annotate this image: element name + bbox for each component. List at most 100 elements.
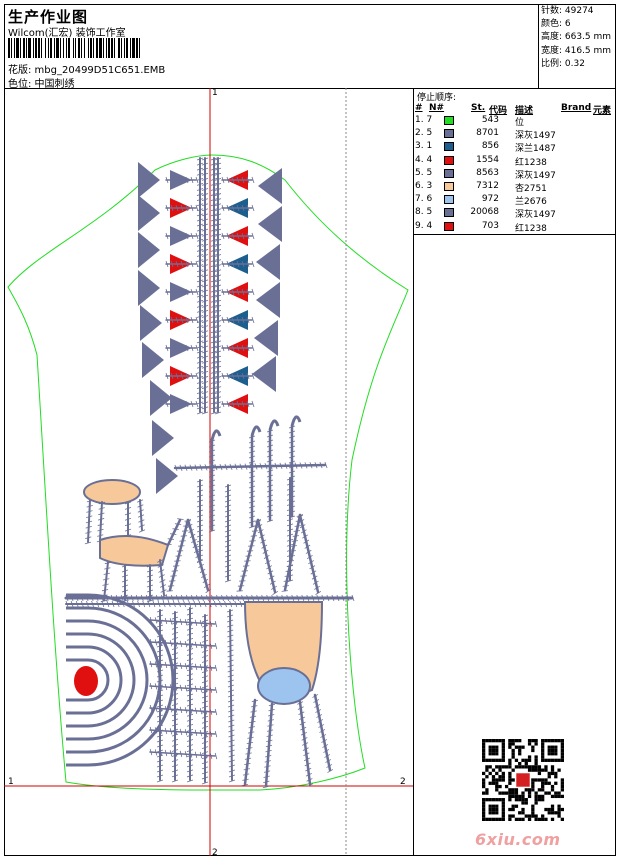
- stitch-barb: [195, 204, 199, 212]
- stitch-barb: [201, 573, 207, 579]
- stitch-barb: [246, 232, 250, 240]
- stitch-barb: [266, 429, 274, 433]
- stitch-barb: [130, 594, 134, 602]
- stitch-barb: [266, 439, 274, 443]
- stitch-barb: [226, 232, 230, 240]
- stitch-barb: [196, 529, 204, 533]
- stitch-barb: [201, 614, 209, 618]
- stitch-barb: [239, 463, 243, 470]
- qr-module: [557, 814, 561, 818]
- qr-module: [541, 745, 545, 749]
- stitch-barb: [286, 579, 294, 583]
- qr-module: [547, 771, 551, 776]
- stitch-barb: [268, 703, 276, 707]
- hook-motif: [290, 415, 302, 427]
- qr-module: [501, 801, 505, 805]
- qr-module: [498, 775, 502, 779]
- stitch-barb: [227, 664, 234, 668]
- stitch-barb: [214, 340, 222, 344]
- stitch-barb: [174, 728, 178, 735]
- stitch-barb: [251, 705, 258, 708]
- stitch-barb: [199, 707, 203, 715]
- stitch-barb: [266, 734, 273, 737]
- stitch-barb: [106, 600, 110, 608]
- col-needle: N#: [429, 103, 445, 113]
- qr-module: [518, 817, 522, 821]
- stitch-barb: [301, 594, 305, 602]
- stitch-barb: [214, 310, 222, 313]
- qr-module: [501, 771, 505, 776]
- stitch-barb: [121, 574, 129, 578]
- page-title: 生产作业图: [8, 8, 89, 26]
- stitch-barb: [201, 776, 209, 780]
- design-filename: 花版: mbg_20499D51C651.EMB: [8, 65, 166, 76]
- stitch-barb: [196, 519, 204, 523]
- stitch-barb: [266, 519, 274, 523]
- stitch-count: 703: [481, 220, 499, 231]
- triangle-motif: [142, 342, 164, 378]
- stitch-barb: [227, 659, 234, 663]
- qr-module: [504, 791, 509, 795]
- qr-code[interactable]: [482, 739, 564, 821]
- qr-module: [508, 817, 512, 821]
- stitch-barb: [208, 439, 216, 443]
- stitch-barb: [210, 304, 218, 308]
- stitch-barb: [171, 611, 179, 615]
- stitch-barb: [201, 376, 209, 379]
- stitch-barb: [214, 686, 218, 694]
- qr-module: [521, 811, 525, 815]
- stitch-barb: [136, 499, 144, 503]
- col-brand: Brand: [561, 103, 592, 113]
- stitch-barb: [154, 617, 158, 624]
- stitch-barb: [156, 744, 164, 748]
- qr-module: [495, 771, 499, 776]
- qr-module: [482, 755, 486, 759]
- stats-divider: [538, 4, 539, 88]
- stitch-barb: [214, 177, 222, 181]
- stitch-barb: [210, 391, 218, 395]
- stitch-barb: [318, 724, 325, 728]
- stitch-barb: [224, 539, 232, 543]
- qr-module: [511, 748, 515, 753]
- stitch-barb: [236, 260, 240, 268]
- stitch-barb: [279, 462, 283, 469]
- qr-module: [508, 814, 512, 818]
- stitch-barb: [288, 555, 295, 557]
- qr-module: [527, 765, 532, 769]
- stitch-barb: [227, 649, 234, 653]
- stitch-barb: [210, 243, 218, 247]
- qr-module: [482, 801, 486, 805]
- stitch-barb: [156, 649, 164, 653]
- stitch-barb: [214, 223, 222, 227]
- stitch-barb: [201, 233, 209, 237]
- qr-module: [508, 791, 512, 795]
- stitch-barb: [201, 766, 209, 770]
- qr-module: [495, 788, 499, 792]
- stitch-barb: [239, 600, 243, 608]
- stitch-barb: [86, 515, 93, 518]
- stitch-barb: [185, 260, 189, 268]
- stitch-barb: [261, 544, 268, 549]
- stitch-barb: [228, 774, 236, 778]
- stitch-line: [256, 518, 277, 594]
- concentric-arc: [87, 632, 136, 728]
- stitch-barb: [257, 529, 264, 534]
- stitch-barb: [228, 749, 235, 753]
- stitch-barb: [146, 584, 154, 588]
- stitch-barb: [196, 193, 204, 196]
- stitch-barb: [204, 642, 208, 649]
- watermark: 6xiu.com: [475, 830, 561, 849]
- triangle-motif: [138, 232, 160, 268]
- qr-module: [534, 778, 538, 782]
- qr-module: [501, 748, 505, 753]
- stitch-barb: [201, 299, 209, 303]
- qr-module: [531, 739, 535, 743]
- qr-module: [488, 748, 492, 753]
- qr-module: [485, 765, 489, 769]
- stitch-barb: [219, 463, 223, 471]
- stitch-barb: [165, 204, 169, 212]
- qr-module: [514, 788, 519, 792]
